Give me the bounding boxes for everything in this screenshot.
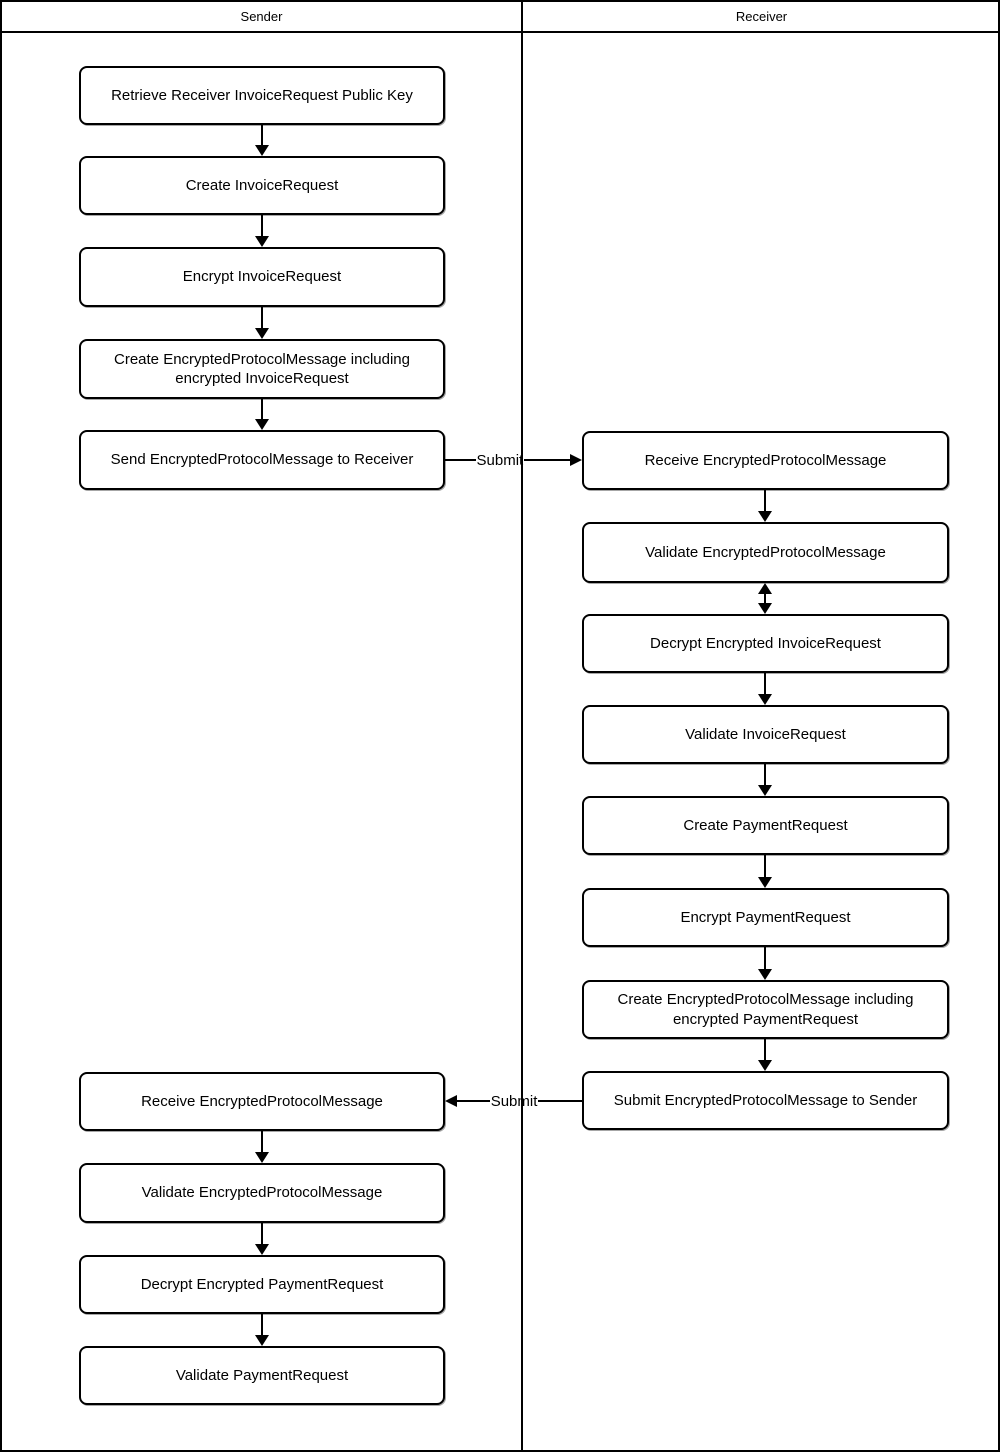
node-encrypt-invoicerequest: Encrypt InvoiceRequest — [79, 247, 445, 307]
arrowhead-down-icon — [255, 328, 269, 339]
arrow-stem — [764, 947, 766, 970]
node-receive-encryptedprotocolmessage: Receive EncryptedProtocolMessage — [582, 431, 949, 490]
arrow-stem — [764, 1039, 766, 1061]
arrow-stem — [764, 764, 766, 786]
flow-arrow-down — [758, 673, 772, 705]
arrowhead-down-icon — [255, 1335, 269, 1346]
arrowhead-down-icon — [255, 1244, 269, 1255]
lane-title-receiver: Receiver — [735, 9, 788, 24]
arrowhead-down-icon — [255, 419, 269, 430]
arrowhead-down-icon — [255, 145, 269, 156]
arrowhead-down-icon — [758, 694, 772, 705]
node-decrypt-encrypted-invoicerequest: Decrypt Encrypted InvoiceRequest — [582, 614, 949, 673]
flow-arrow-down — [255, 1131, 269, 1163]
flow-arrow-down — [255, 307, 269, 339]
arrowhead-down-icon — [758, 969, 772, 980]
flow-arrow-down — [255, 1314, 269, 1346]
flow-arrow-down — [758, 1039, 772, 1071]
arrow-stem — [764, 673, 766, 695]
arrow-stem — [764, 855, 766, 878]
node-create-encryptedprotocolmessage-paymentrequest: Create EncryptedProtocolMessage includin… — [582, 980, 949, 1039]
arrowhead-down-icon — [255, 236, 269, 247]
node-sender-validate-encryptedprotocolmessage: Validate EncryptedProtocolMessage — [79, 1163, 445, 1223]
lane-header-separator — [2, 31, 998, 33]
submit-edge-label: Submit — [476, 451, 524, 469]
arrow-stem — [524, 459, 570, 461]
arrowhead-down-icon — [255, 1152, 269, 1163]
node-decrypt-encrypted-paymentrequest: Decrypt Encrypted PaymentRequest — [79, 1255, 445, 1314]
submit-arrow-to-sender: Submit — [445, 1091, 582, 1111]
arrowhead-down-icon — [758, 1060, 772, 1071]
arrow-stem — [538, 1100, 582, 1102]
node-validate-encryptedprotocolmessage: Validate EncryptedProtocolMessage — [582, 522, 949, 583]
flow-arrow-down — [255, 399, 269, 430]
node-send-encryptedprotocolmessage-to-receiver: Send EncryptedProtocolMessage to Receive… — [79, 430, 445, 490]
arrowhead-right-icon — [570, 454, 582, 466]
arrow-stem — [764, 490, 766, 512]
flow-arrow-down — [758, 764, 772, 796]
arrowhead-down-icon — [758, 785, 772, 796]
arrow-stem — [764, 593, 766, 604]
flow-arrow-down — [255, 215, 269, 247]
flow-arrow-down — [758, 947, 772, 980]
arrow-stem — [261, 399, 263, 420]
submit-edge-label: Submit — [490, 1092, 538, 1110]
node-create-invoicerequest: Create InvoiceRequest — [79, 156, 445, 215]
flow-arrow-bidirectional — [758, 583, 772, 614]
submit-arrow-to-receiver: Submit — [445, 450, 582, 470]
node-validate-paymentrequest: Validate PaymentRequest — [79, 1346, 445, 1405]
flow-arrow-down — [758, 490, 772, 522]
lane-divider — [521, 2, 523, 1450]
node-create-encryptedprotocolmessage-invoicerequest: Create EncryptedProtocolMessage includin… — [79, 339, 445, 399]
node-create-paymentrequest: Create PaymentRequest — [582, 796, 949, 855]
node-validate-invoicerequest: Validate InvoiceRequest — [582, 705, 949, 764]
arrow-stem — [261, 1314, 263, 1336]
arrow-stem — [261, 125, 263, 146]
lane-title-sender: Sender — [240, 9, 283, 24]
flow-arrow-down — [255, 1223, 269, 1255]
arrowhead-down-icon — [758, 877, 772, 888]
flow-arrow-down — [758, 855, 772, 888]
arrow-stem — [261, 307, 263, 329]
node-encrypt-paymentrequest: Encrypt PaymentRequest — [582, 888, 949, 947]
arrow-stem — [261, 1131, 263, 1153]
arrowhead-down-icon — [758, 511, 772, 522]
flow-arrow-down — [255, 125, 269, 156]
arrowhead-down-icon — [758, 603, 772, 614]
arrowhead-up-icon — [758, 583, 772, 594]
node-submit-encryptedprotocolmessage-to-sender: Submit EncryptedProtocolMessage to Sende… — [582, 1071, 949, 1130]
arrow-stem — [261, 1223, 263, 1245]
arrow-stem — [261, 215, 263, 237]
arrowhead-left-icon — [445, 1095, 457, 1107]
node-sender-receive-encryptedprotocolmessage: Receive EncryptedProtocolMessage — [79, 1072, 445, 1131]
arrow-stem — [457, 1100, 490, 1102]
arrow-stem — [445, 459, 476, 461]
node-retrieve-invoicerequest-public-key: Retrieve Receiver InvoiceRequest Public … — [79, 66, 445, 125]
